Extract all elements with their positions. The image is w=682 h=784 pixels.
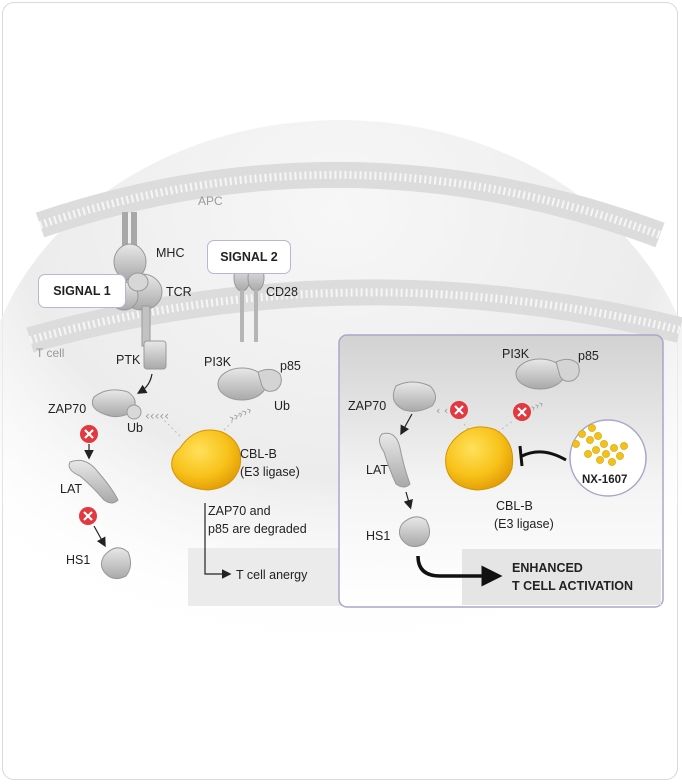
- pi3k-p85-icon: [515, 358, 580, 390]
- zap70-protein-icon: [392, 381, 436, 412]
- e3-label: (E3 ligase): [240, 465, 300, 479]
- tcell-label: T cell: [36, 346, 64, 360]
- cblb-enzyme-icon: [445, 426, 514, 491]
- pi3k-label: PI3K: [204, 355, 232, 369]
- anergy-band: [188, 548, 344, 606]
- mhc-label: MHC: [156, 246, 184, 260]
- enhanced-line-2: T CELL ACTIVATION: [512, 579, 633, 593]
- inhibit-x-icon: [450, 401, 468, 419]
- lat-protein-icon: [68, 459, 119, 504]
- p85-label: p85: [280, 359, 301, 373]
- ub-chain-inset-left: ‹ ‹: [436, 404, 448, 417]
- mhc-tcr-complex-icon: [109, 212, 167, 370]
- nx1607-label: NX-1607: [582, 474, 627, 486]
- ub-chain-inset-right: ›››: [528, 397, 545, 414]
- pi3k-label-inset: PI3K: [502, 347, 530, 361]
- hs1-label-inset: HS1: [366, 529, 390, 543]
- ub-chain-left: ‹‹‹‹‹: [145, 409, 169, 423]
- inhibit-x-icon: [513, 403, 531, 421]
- ub-label-zap70: Ub: [127, 421, 143, 435]
- cblb-label-inset: CBL-B: [496, 499, 533, 513]
- zap70-label-inset: ZAP70: [348, 399, 386, 413]
- zap70-protein-icon: [91, 389, 142, 420]
- p85-label-inset: p85: [578, 349, 599, 363]
- anergy-label: T cell anergy: [236, 568, 308, 582]
- inhibit-x-icon: [79, 507, 97, 525]
- pi3k-p85-icon: [217, 367, 282, 401]
- enhanced-line-1: ENHANCED: [512, 561, 583, 575]
- zap70-label: ZAP70: [48, 402, 86, 416]
- ub-label-p85: Ub: [274, 399, 290, 413]
- ptk-label: PTK: [116, 353, 141, 367]
- lat-label-inset: LAT: [366, 463, 388, 477]
- e3-label-inset: (E3 ligase): [494, 517, 554, 531]
- hs1-label: HS1: [66, 553, 90, 567]
- hs1-protein-icon: [100, 547, 132, 580]
- degraded-line-1: ZAP70 and: [208, 504, 271, 518]
- cblb-label: CBL-B: [240, 447, 277, 461]
- signal2-box: SIGNAL 2: [207, 240, 291, 274]
- cd28-label: CD28: [266, 285, 298, 299]
- lat-protein-icon: [378, 432, 411, 488]
- degraded-line-2: p85 are degraded: [208, 522, 307, 536]
- lat-label: LAT: [60, 482, 82, 496]
- cblb-enzyme-icon: [171, 429, 242, 491]
- hs1-protein-icon: [398, 516, 430, 548]
- nx1607-molecule-icon: [572, 424, 628, 466]
- apc-label: APC: [198, 194, 223, 208]
- inhibit-x-icon: [80, 425, 98, 443]
- tcr-label: TCR: [166, 285, 192, 299]
- signal1-box: SIGNAL 1: [38, 274, 126, 308]
